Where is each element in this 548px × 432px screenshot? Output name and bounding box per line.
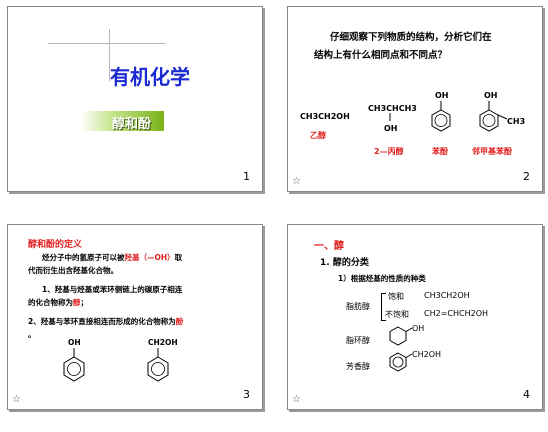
ethanol-name: 乙醇 [310,130,326,140]
alicyclic-alcohol-label: 脂环醇 [346,336,370,345]
para1-suffix: 取 [174,253,183,262]
phenol-oh: OH [68,338,81,347]
classification-criterion: 1）根据烃基的性质的种类 [338,274,426,283]
saturated-formula: CH3CH2OH [424,291,470,300]
slide-star-icon: ☆ [12,394,21,405]
benzyl-ring-circle [392,356,404,368]
benzyl-ring-circle [151,362,165,376]
phenol-ring-circle [434,114,448,127]
definition-heading: 醇和酚的定义 [28,240,83,250]
section-heading: 一、醇 [314,241,344,252]
phenol-ring-circle [67,362,81,376]
para1-prefix: 烃分子中的氢原子可以被 [42,253,125,262]
propanol-name: 2—丙醇 [374,146,404,156]
cresol-methyl: CH3 [507,117,525,126]
benzyl-ring [147,356,169,382]
phenol-ring [431,109,451,132]
slide-title: 有机化学 [110,65,190,89]
slide-number: 4 [523,388,530,401]
cresol-oh: OH [484,91,498,100]
unsaturated-label: 不饱和 [385,310,409,319]
title-decor-vertical-line [109,29,110,81]
bracket [381,293,386,321]
slide-1[interactable]: 有机化学 醇和酚 1 [7,6,263,192]
benzyl-alcohol-label: CH2OH [148,338,178,347]
slide-number: 3 [243,388,250,401]
saturated-label: 饱和 [388,292,404,301]
benzyl-bond [405,353,413,358]
item1-line-1: 1、羟基与烃基或苯环侧链上的碳原子相连 [42,285,183,294]
ethanol-formula: CH3CH2OH [300,112,350,121]
para1-line-2: 代而衍生出含羟基化合物。 [28,266,118,275]
cresol-methyl-bond [497,114,508,120]
phenol-name: 苯酚 [431,146,449,156]
propanol-oh: OH [384,124,398,133]
phenol-ring [63,356,85,382]
propanol-formula: CH3CHCH3 [368,104,417,113]
phenol-oh: OH [435,91,449,100]
para1-highlight: 羟基（—OH） [124,253,175,262]
title-decor-horizontal-line [48,43,166,44]
slide-2[interactable]: 仔细观察下列物质的结构，分析它们在 结构上有什么相同点和不同点？ CH3CH2O… [287,6,543,192]
slide-number: 1 [243,170,250,183]
compound-structures: CH3CH2OH 乙醇 CH3CHCH3 OH 2—丙醇 OH 苯酚 OH CH… [300,91,525,156]
benzyl-ring [389,352,407,372]
slide-number: 2 [523,170,530,183]
question-line-2: 结构上有什么相同点和不同点？ [314,50,448,61]
slide-star-icon: ☆ [292,176,301,187]
question-line-1: 仔细观察下列物质的结构，分析它们在 [330,32,492,43]
unsaturated-formula: CH2=CHCH2OH [424,309,488,318]
benzyl-ch2oh: CH2OH [412,350,441,359]
slide-4[interactable]: 一、醇 1. 醇的分类 1）根据烃基的性质的种类 脂肪醇 饱和 CH3CH2OH… [287,224,543,410]
classification-heading: 1. 醇的分类 [320,258,369,268]
item1-highlight: 醇 [73,298,81,307]
subtitle-banner [81,111,164,131]
cyclohexanol-ring [389,326,407,346]
classification-structures: OH CH2OH [389,324,441,372]
item2-highlight: 酚 [175,317,184,326]
cresol-name: 邻甲基苯酚 [471,146,513,156]
definition-structures: OH CH2OH [63,338,178,382]
slide-subtitle: 醇和酚 [112,117,152,132]
slide-3[interactable]: 醇和酚的定义 烃分子中的氢原子可以被羟基（—OH）取 代而衍生出含羟基化合物。 … [7,224,263,410]
cyclohexanol-oh: OH [412,324,424,333]
cyclohexanol-bond [405,327,413,332]
item2-end: 。 [28,330,36,339]
item1-end: ； [80,298,89,307]
definition-paragraph: 烃分子中的氢原子可以被羟基（—OH）取 代而衍生出含羟基化合物。 1、羟基与烃基… [28,251,254,341]
slide-star-icon: ☆ [292,394,301,405]
aliphatic-alcohol-label: 脂肪醇 [346,302,370,311]
aromatic-alcohol-label: 芳香醇 [346,362,370,371]
cresol-ring-circle [482,114,496,127]
item1-prefix: 的化合物称为 [28,298,73,307]
item2-prefix: 2、羟基与苯环直接相连而形成的化合物称为 [28,317,176,326]
